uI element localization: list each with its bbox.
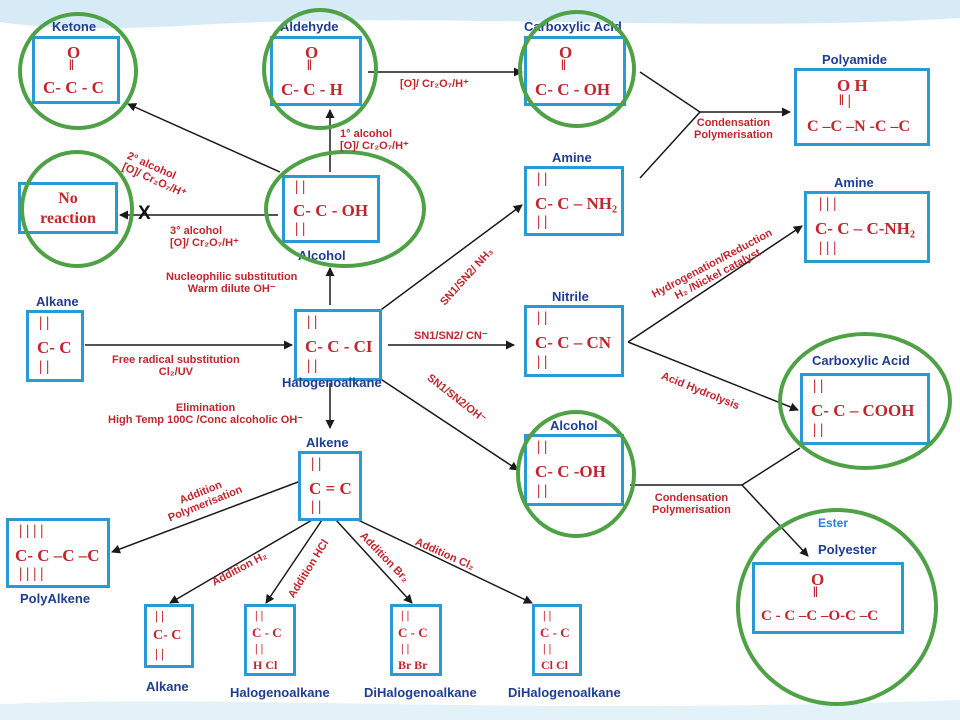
alkane-bottom-box: | | C- C | | <box>144 604 194 668</box>
alkane-left-box: | | C- C | | <box>26 310 84 382</box>
sn-cn-condition: SN1/SN2/ CN⁻ <box>414 330 488 342</box>
x-mark: X <box>138 203 151 224</box>
polyamide-box: O H ‖ | C –C –N -C –C <box>794 68 930 146</box>
polyalkene-box: | | | | C- C –C –C | | | | <box>6 518 110 588</box>
highlight-ring-carboxylic-acid-right <box>778 332 952 470</box>
arrow-alkene-to-polyalkene <box>111 481 299 554</box>
line-acid-to-polyester <box>741 447 801 486</box>
dihalogenoalkane-1-box: | | C - C | | Br Br <box>390 604 442 676</box>
highlight-ring-no-reaction <box>20 150 134 268</box>
line-acid-amine-to-polyamide <box>639 71 702 179</box>
amine-mid-box: | | C- C – NH₂ | | <box>524 166 624 236</box>
arrow-alkene-to-dihalo-2 <box>357 519 533 604</box>
free-radical-condition: Free radical substitution Cl₂/UV <box>112 354 240 378</box>
arrow-alcohol-to-ketone <box>127 103 281 173</box>
arrow-alkene-to-alkane <box>169 519 313 604</box>
polyamide-label: Polyamide <box>822 52 888 67</box>
arrow-alkene-to-halogenoalkane <box>265 519 323 604</box>
arrow-nitrile-to-acid <box>627 341 799 412</box>
primary-alcohol-condition: 1° alcohol [O]/ Cr₂O₇/H⁺ <box>340 128 409 152</box>
halogenoalkane-bottom-box: | | C - C | | H Cl <box>244 604 296 676</box>
condensation-label-top: Condensation Polymerisation <box>694 117 773 141</box>
highlight-ring-polyester <box>736 508 938 706</box>
highlight-ring-alcohol-low <box>516 410 636 538</box>
highlight-ring-ketone <box>18 12 138 130</box>
amine-mid-label: Amine <box>552 150 592 165</box>
nitrile-label: Nitrile <box>552 289 589 304</box>
halogenoalkane-box: | | C- C - CI | | <box>294 309 382 381</box>
dihalogenoalkane-2-box: | | C - C | | Cl Cl <box>532 604 582 676</box>
condensation-label-low: Condensation Polymerisation <box>652 492 731 516</box>
arrow-alkene-to-dihalo-1 <box>335 519 413 604</box>
arrow-nitrile-to-amine <box>627 225 803 343</box>
dihalogenoalkane-2-label: DiHalogenoalkane <box>508 685 621 700</box>
amine-right-label: Amine <box>834 175 874 190</box>
arrow-halogenoalkane-to-alcohol-low <box>369 371 519 471</box>
highlight-ring-carboxylic-acid-top <box>518 10 636 128</box>
arrow-halogenoalkane-to-amine <box>369 204 523 319</box>
highlight-ring-alcohol-top <box>264 150 426 268</box>
polyalkene-label: PolyAlkene <box>20 591 91 606</box>
oxidation-condition-aldehyde: [O]/ Cr₂O₇/H⁺ <box>400 78 469 90</box>
highlight-ring-aldehyde <box>262 8 378 130</box>
nucleophilic-substitution-condition: Nucleophilic substitution Warm dilute OH… <box>166 271 298 295</box>
amine-right-box: | | | C- C – C-NH₂ | | | <box>804 191 930 263</box>
halogenoalkane-bottom-label: Halogenoalkane <box>230 685 330 700</box>
alkane-bottom-label: Alkane <box>146 679 189 694</box>
tertiary-alcohol-condition: 3° alcohol [O]/ Cr₂O₇/H⁺ <box>170 225 239 249</box>
alkene-box: | | C = C | | <box>298 451 362 521</box>
elimination-condition: Elimination High Temp 100C /Conc alcohol… <box>108 402 304 426</box>
nitrile-box: | | C- C – CN | | <box>524 305 624 377</box>
dihalogenoalkane-1-label: DiHalogenoalkane <box>364 685 477 700</box>
alkene-label: Alkene <box>306 435 349 450</box>
alkane-left-label: Alkane <box>36 294 79 309</box>
halogenoalkane-label: Halogenoalkane <box>282 375 382 390</box>
